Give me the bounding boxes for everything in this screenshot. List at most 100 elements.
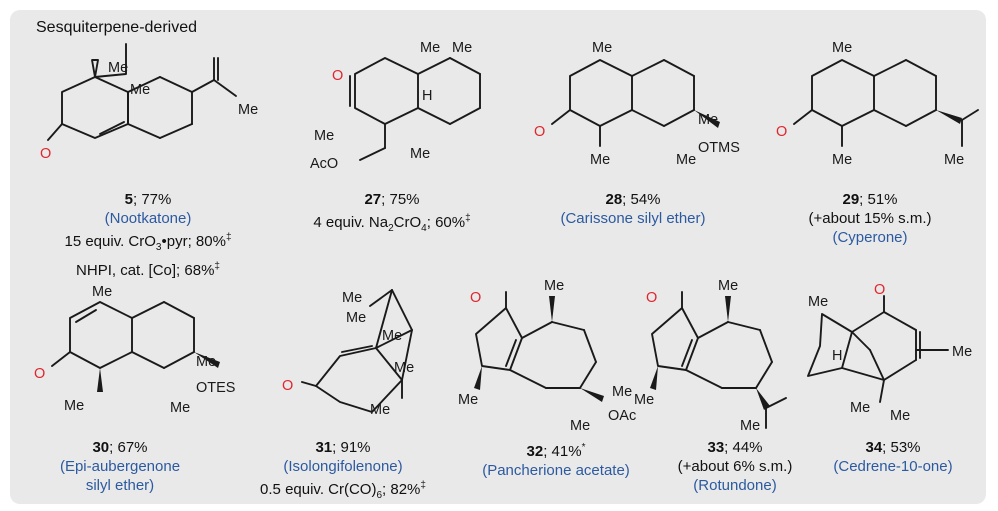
atom-me: Me <box>952 344 972 360</box>
compound-number: 33 <box>707 439 725 456</box>
condition-text: NHPI, cat. [Co]; 68% <box>76 262 215 279</box>
atom-me: Me <box>676 152 696 168</box>
subscript: 4 <box>421 223 427 234</box>
compound-number: 27 <box>364 191 382 208</box>
atom-o: O <box>776 124 787 140</box>
caption-28: 28; 54% (Carissone silyl ether) <box>560 190 705 228</box>
footnote-mark: ‡ <box>465 213 471 224</box>
structure-27: Me Me H Me Me AcO O <box>310 40 481 172</box>
condition-text: (+about 15% s.m.) <box>808 210 932 227</box>
compound-name: (Carissone silyl ether) <box>560 210 706 227</box>
compound-number: 32 <box>526 443 544 460</box>
structure-28: Me Me Me Me OTMS O <box>534 40 740 168</box>
atom-me: Me <box>238 102 258 118</box>
compound-name: (Cedrene-10-one) <box>833 458 953 475</box>
condition-text: ; 82% <box>382 481 421 498</box>
compound-name: (Isolongifolenone) <box>283 458 403 475</box>
structure-33: Me Me Me O <box>634 278 787 434</box>
atom-me: Me <box>458 392 478 408</box>
atom-h: H <box>832 348 842 364</box>
compound-yield: ; 53% <box>882 439 921 456</box>
compound-name: (Rotundone) <box>693 477 777 494</box>
condition-text: CrO <box>393 214 422 231</box>
compound-number: 34 <box>865 439 883 456</box>
atom-otes: OTES <box>196 380 235 396</box>
footnote-mark: ‡ <box>225 232 232 243</box>
condition-text: 0.5 equiv. Cr(CO) <box>260 481 377 498</box>
atom-me: Me <box>394 360 414 376</box>
atom-me: Me <box>890 408 910 424</box>
compound-yield: ; 51% <box>859 191 898 208</box>
atom-me: Me <box>420 40 440 56</box>
panel-title: Sesquiterpene-derived <box>36 19 197 36</box>
atom-me: Me <box>850 400 870 416</box>
caption-34: 34; 53% (Cedrene-10-one) <box>833 438 952 476</box>
atom-o: O <box>282 378 293 394</box>
atom-me: Me <box>544 278 564 294</box>
compound-number: 28 <box>605 191 623 208</box>
compound-number: 5 <box>124 191 133 208</box>
atom-me: Me <box>832 152 852 168</box>
compound-yield: ; 91% <box>332 439 371 456</box>
atom-o: O <box>332 68 343 84</box>
caption-5: 5; 77% (Nootkatone) 15 equiv. CrO3•pyr; … <box>64 190 231 280</box>
atom-me: Me <box>92 284 112 300</box>
atom-o: O <box>40 146 51 162</box>
caption-32: 32; 41%* (Pancherione acetate) <box>482 438 630 480</box>
subscript: 3 <box>155 242 162 253</box>
compound-name: (Pancherione acetate) <box>482 462 630 479</box>
atom-me: Me <box>370 402 390 418</box>
atom-otms: OTMS <box>698 140 740 156</box>
subscript: 6 <box>376 490 383 501</box>
structure-5: Me Me Me O <box>40 43 258 162</box>
structure-30: Me Me Me Me OTES O <box>34 284 235 416</box>
compound-yield: ; 75% <box>381 191 420 208</box>
atom-me: Me <box>314 128 334 144</box>
compound-yield: ; 77% <box>132 191 172 208</box>
atom-me: Me <box>170 400 190 416</box>
atom-oac: OAc <box>608 408 636 424</box>
atom-me: Me <box>808 294 828 310</box>
condition-text: 4 equiv. Na <box>313 214 389 231</box>
caption-30: 30; 67% (Epi-aubergenone silyl ether) <box>60 438 180 495</box>
caption-31: 31; 91% (Isolongifolenone) 0.5 equiv. Cr… <box>260 438 426 505</box>
atom-me: Me <box>944 152 964 168</box>
atom-me: Me <box>718 278 738 294</box>
atom-me: Me <box>130 82 150 98</box>
caption-33: 33; 44% (+about 6% s.m.) (Rotundone) <box>678 438 793 495</box>
atom-me: Me <box>740 418 760 434</box>
structure-31: Me Me Me Me Me O <box>282 289 414 418</box>
compound-yield: ; 44% <box>724 439 763 456</box>
atom-o: O <box>534 124 545 140</box>
structure-34: Me H Me Me Me O <box>807 282 972 424</box>
compound-number: 30 <box>92 439 110 456</box>
compound-number: 29 <box>842 191 860 208</box>
footnote-mark: ‡ <box>420 480 426 491</box>
compound-yield: ; 67% <box>109 439 148 456</box>
atom-me: Me <box>346 310 366 326</box>
condition-text: •pyr; 80% <box>161 233 226 250</box>
footnote-mark: ‡ <box>214 261 220 272</box>
compound-name: (Nootkatone) <box>104 210 192 227</box>
atom-me: Me <box>590 152 610 168</box>
compound-yield: ; 41% <box>543 443 582 460</box>
compound-name-line2: silyl ether) <box>85 477 155 494</box>
atom-o: O <box>646 290 657 306</box>
subscript: 2 <box>388 223 394 234</box>
atom-h: H <box>422 88 432 104</box>
compound-number: 31 <box>315 439 333 456</box>
atom-me: Me <box>612 384 632 400</box>
compound-name: (Epi-aubergenone <box>59 458 181 475</box>
atom-me: Me <box>832 40 852 56</box>
footnote-mark: * <box>581 442 586 453</box>
condition-text: 15 equiv. CrO <box>64 233 156 250</box>
atom-me: Me <box>382 328 402 344</box>
condition-text: ; 60% <box>426 214 466 231</box>
atom-me: Me <box>634 392 654 408</box>
atom-o: O <box>34 366 45 382</box>
compound-yield: ; 54% <box>622 191 661 208</box>
atom-me: Me <box>698 112 718 128</box>
atom-aco: AcO <box>310 156 338 172</box>
atom-me: Me <box>592 40 612 56</box>
